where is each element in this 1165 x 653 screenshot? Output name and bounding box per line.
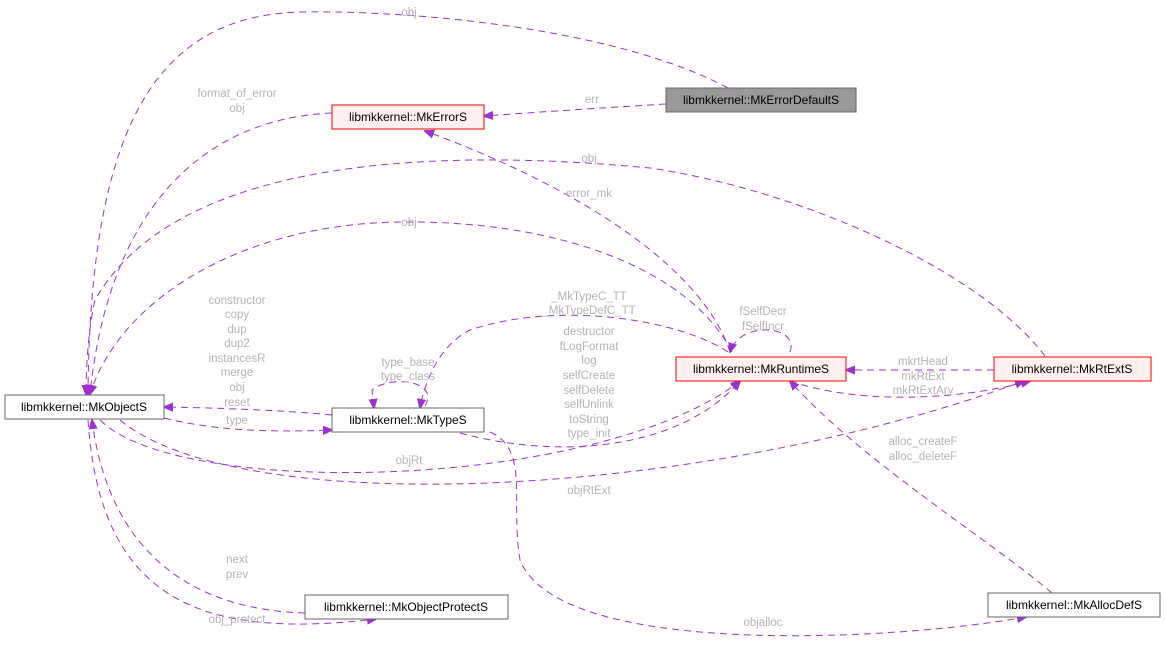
- label-object-runtime: objRt: [396, 455, 424, 467]
- edge-runtime-self: [730, 329, 792, 352]
- label-type-obj: dup2: [224, 338, 250, 350]
- edge-runtime-rtext: [789, 381, 1030, 398]
- edge-error-obj: [90, 112, 333, 394]
- edge-object-protect: [87, 419, 376, 624]
- label-type-obj: merge: [221, 367, 254, 379]
- label-rtext-runtime: mkrtHead: [898, 356, 948, 368]
- node-mkerrors[interactable]: libmkkernel::MkErrorS: [331, 104, 485, 130]
- edge-allocdef-runtime: [790, 381, 1053, 594]
- label-type-allocdef: objalloc: [744, 617, 783, 629]
- edge-protect-obj: [92, 420, 306, 614]
- node-mktypes[interactable]: libmkkernel::MkTypeS: [331, 407, 485, 433]
- label-type-runtime: selfCreate: [563, 370, 615, 382]
- edge-labels: obj err format_of_error obj obj error_mk…: [197, 7, 957, 629]
- edge-type-obj: [164, 407, 333, 416]
- label-type-obj: instancesR: [209, 353, 266, 365]
- edges: [86, 11, 1053, 637]
- edge-errdef-err: [484, 103, 667, 116]
- edge-runtime-obj: [90, 221, 733, 394]
- label-allocdef-runtime: alloc_deleteF: [889, 451, 957, 463]
- node-label: libmkkernel::MkObjectS: [21, 400, 147, 414]
- label-type-obj: copy: [225, 309, 250, 321]
- edge-runtime-error: [425, 131, 731, 353]
- label-errdef-err: err: [585, 94, 599, 106]
- label-runtime-obj: obj: [401, 217, 416, 229]
- label-object-protect: obj_protect: [209, 614, 267, 626]
- label-type-obj: constructor: [209, 295, 266, 307]
- label-error-obj: format_of_error: [197, 88, 276, 100]
- label-type-runtime: type_init: [568, 428, 612, 440]
- label-type-obj: dup: [227, 324, 246, 336]
- node-label: libmkkernel::MkErrorS: [349, 110, 467, 124]
- label-type-runtime: log: [581, 355, 596, 367]
- node-mkruntimes[interactable]: libmkkernel::MkRuntimeS: [675, 356, 847, 382]
- label-allocdef-runtime: alloc_createF: [888, 436, 957, 448]
- label-type-runtime: destructor: [563, 326, 614, 338]
- label-type-obj: obj: [229, 382, 244, 394]
- node-mkobjectprotects[interactable]: libmkkernel::MkObjectProtectS: [304, 594, 509, 620]
- label-type-runtime: toString: [569, 414, 609, 426]
- label-type-runtime: selfDelete: [563, 385, 614, 397]
- node-mkallocdefs[interactable]: libmkkernel::MkAllocDefS: [987, 592, 1161, 618]
- edge-object-type: [163, 417, 332, 431]
- node-label: libmkkernel::MkAllocDefS: [1006, 598, 1142, 612]
- label-object-type: type: [226, 415, 248, 427]
- edge-runtime-type: [420, 314, 729, 408]
- label-protect-obj: prev: [226, 569, 249, 581]
- node-mkobjects[interactable]: libmkkernel::MkObjectS: [4, 394, 165, 420]
- edge-object-rtext: [119, 381, 1024, 485]
- label-errdef-obj: obj: [401, 7, 416, 19]
- node-label: libmkkernel::MkTypeS: [349, 413, 466, 427]
- label-error-obj: obj: [229, 103, 244, 115]
- node-label: libmkkernel::MkErrorDefaultS: [683, 93, 839, 107]
- label-protect-obj: next: [226, 554, 249, 566]
- edge-errdef-obj: [88, 11, 729, 394]
- label-runtime-rtext: mkRtExt: [901, 371, 945, 383]
- label-rtext-obj: obj: [581, 153, 596, 165]
- label-runtime-error-mk: error_mk: [566, 188, 612, 200]
- node-mkerrordefaults[interactable]: libmkkernel::MkErrorDefaultS: [665, 87, 857, 113]
- node-label: libmkkernel::MkRuntimeS: [693, 362, 829, 376]
- label-runtime-rtext: mkRtExtAry: [893, 385, 954, 397]
- label-runtime-type: _MkTypeC_TT: [550, 291, 626, 303]
- edge-type-self: [372, 381, 429, 408]
- node-mkrtexts[interactable]: libmkkernel::MkRtExtS: [993, 356, 1152, 382]
- edge-object-runtime: [99, 381, 740, 474]
- edge-rtext-obj: [86, 159, 1046, 394]
- edge-type-runtime: [459, 381, 740, 448]
- label-type-self: type_class: [381, 371, 436, 383]
- label-runtime-self: fSelfIncr: [742, 321, 784, 333]
- label-runtime-type: _MkTypeDefC_TT: [541, 305, 635, 317]
- label-type-obj: reset: [224, 397, 250, 409]
- label-object-rtext: objRtExt: [567, 485, 611, 497]
- label-type-runtime: selfUnlink: [564, 399, 614, 411]
- node-label: libmkkernel::MkRtExtS: [1012, 362, 1133, 376]
- label-type-runtime: fLogFormat: [560, 341, 620, 353]
- node-label: libmkkernel::MkObjectProtectS: [324, 600, 488, 614]
- label-runtime-self: fSelfDecr: [739, 306, 786, 318]
- label-type-self: type_base: [381, 357, 434, 369]
- edge-type-allocdef: [489, 431, 1026, 637]
